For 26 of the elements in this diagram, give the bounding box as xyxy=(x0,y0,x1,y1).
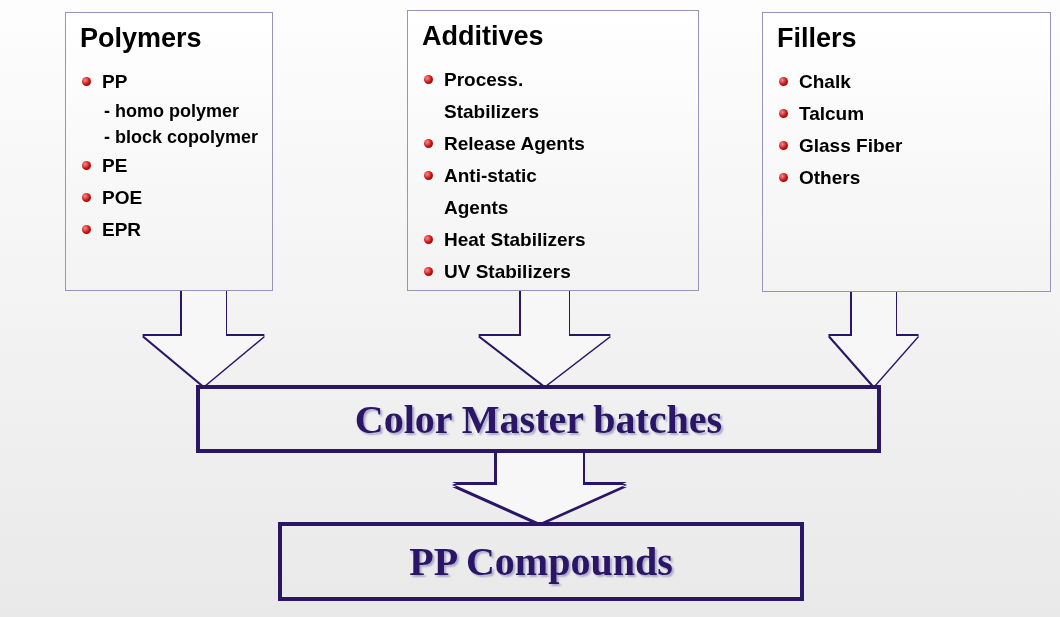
list-item: PE xyxy=(102,154,128,178)
list-item: POE xyxy=(102,186,143,210)
list-item: Talcum xyxy=(799,102,865,126)
list-item: - homo polymer xyxy=(104,100,239,123)
box-heading: Additives xyxy=(422,21,544,52)
box-heading: Polymers xyxy=(80,23,202,54)
category-box xyxy=(407,10,699,291)
list-item: Heat Stabilizers xyxy=(444,228,586,252)
list-item: Others xyxy=(799,166,861,190)
box-title: PP Compounds xyxy=(409,538,673,585)
list-item: Release Agents xyxy=(444,132,585,156)
list-item: EPR xyxy=(102,218,142,242)
list-item: UV Stabilizers xyxy=(444,260,571,284)
list-item: Anti-static Agents xyxy=(444,164,538,220)
list-item: - block copolymer xyxy=(104,126,259,149)
box-title: Color Master batches xyxy=(354,395,723,443)
list-item: PP xyxy=(102,70,128,94)
list-item: Process. Stabilizers xyxy=(444,68,541,124)
process-box xyxy=(196,385,881,453)
block-arrow xyxy=(455,453,625,523)
list-item: Chalk xyxy=(799,70,851,94)
list-item: Glass Fiber xyxy=(799,134,903,158)
process-box xyxy=(278,522,804,601)
box-heading: Fillers xyxy=(777,23,857,54)
category-box xyxy=(762,12,1051,292)
category-box xyxy=(65,12,273,291)
